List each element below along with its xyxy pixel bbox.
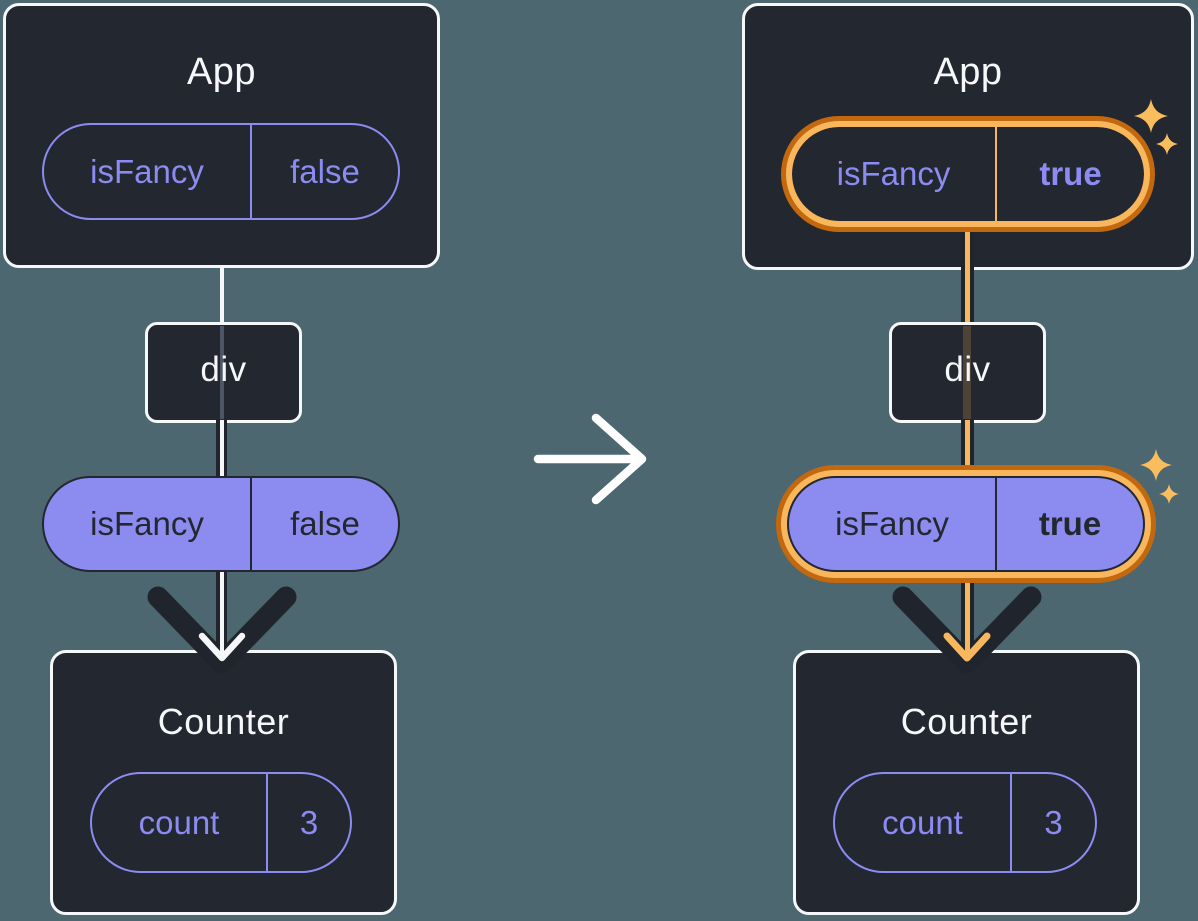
after-app-state-value: true xyxy=(1039,155,1102,192)
sparkle-icon-large-top xyxy=(1134,99,1168,133)
after-pipe-lower-core xyxy=(965,420,970,478)
sparkle-icon-small-mid xyxy=(1159,484,1179,504)
after-div-pass-through-line xyxy=(963,326,971,419)
after-counter-state-pill: count 3 xyxy=(833,772,1097,873)
before-counter-state-pill: count 3 xyxy=(90,772,352,873)
after-app-title: App xyxy=(933,51,1003,93)
before-app-state-name: isFancy xyxy=(44,125,252,218)
before-counter-state-name: count xyxy=(92,774,268,871)
before-arrowhead-icon xyxy=(198,632,246,662)
before-counter-state-value: 3 xyxy=(299,803,319,841)
after-counter-state-name: count xyxy=(835,774,1012,871)
before-div-label: div xyxy=(200,350,247,389)
sparkle-icon-small-top xyxy=(1156,133,1178,155)
before-connector-app-div xyxy=(220,266,224,326)
before-prop-value: false xyxy=(290,505,360,542)
before-chevron-arrow xyxy=(147,586,297,674)
after-counter-title: Counter xyxy=(900,701,1033,742)
before-pipe-core xyxy=(220,420,224,478)
transition-arrow-icon xyxy=(533,413,647,505)
before-counter-title: Counter xyxy=(157,701,290,742)
before-app-title: App xyxy=(186,51,257,93)
before-prop-pill: isFancy false xyxy=(42,476,400,572)
before-prop-name: isFancy xyxy=(44,478,252,570)
before-div-pass-through-line xyxy=(220,326,224,419)
after-counter-state-value: 3 xyxy=(1044,803,1063,841)
after-prop-name: isFancy xyxy=(789,478,997,570)
before-arrow-core xyxy=(220,570,224,658)
after-app-card xyxy=(742,3,1194,270)
after-prop-value: true xyxy=(1038,505,1102,542)
after-arrowhead-icon xyxy=(943,632,991,662)
before-app-state-pill: isFancy false xyxy=(42,123,400,220)
after-arrow-core xyxy=(965,570,970,658)
after-pipe-upper-core xyxy=(965,230,970,326)
after-prop-pill: isFancy true xyxy=(787,476,1145,572)
sparkle-icon-large-mid xyxy=(1140,449,1172,481)
before-app-state-value: false xyxy=(290,152,360,190)
after-app-state-name: isFancy xyxy=(792,127,997,221)
after-div-label: div xyxy=(944,350,991,389)
after-app-state-pill: isFancy true xyxy=(792,127,1144,221)
after-chevron-arrow xyxy=(892,586,1042,674)
